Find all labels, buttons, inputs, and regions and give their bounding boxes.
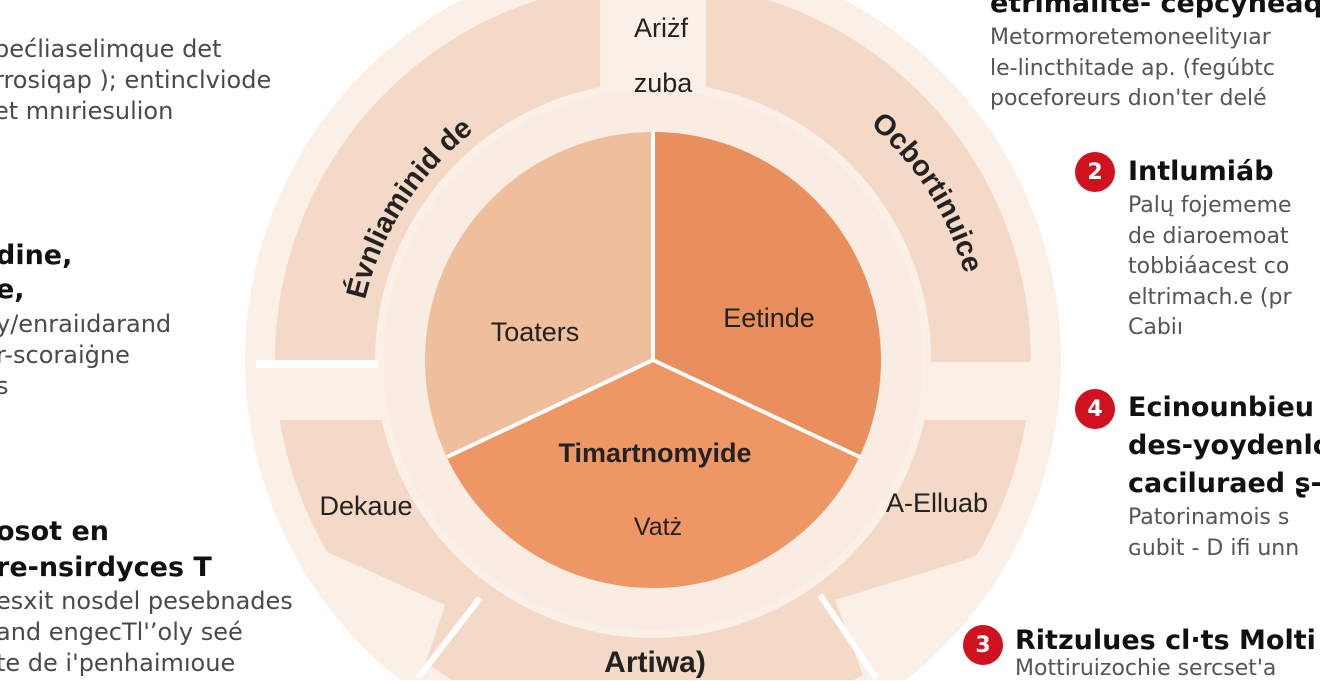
item-heading: Ecinounbieu: [1128, 392, 1315, 423]
top-label-1: Ariżf: [634, 13, 688, 43]
block-heading: osot en: [0, 516, 110, 547]
left-block-2: dine, e, y/enraiıdarand r-scoraiġne s: [0, 237, 171, 402]
slice-left-label: Toaters: [491, 317, 580, 347]
text-line: Mottiruizochie sercset'a: [1015, 656, 1277, 681]
ring-bottom-label: Artiwa): [604, 646, 706, 679]
text-line: Patorinamois s: [1128, 505, 1290, 530]
slice-divider: [652, 358, 861, 459]
right-item-3: Ritzulues cl·ts Molti E Mottiruizochie s…: [1015, 625, 1320, 680]
slice-right: [653, 132, 881, 457]
item-heading: Ritzulues cl·ts Molti E: [1015, 625, 1320, 656]
text-line: tobbiáacest co: [1128, 254, 1290, 279]
right-block-1: etrimalite- cepcyneaq Metormoretemoneeli…: [990, 0, 1320, 115]
number-badge: 3: [963, 625, 1003, 665]
ring-mid-left-label: Dekaue: [319, 491, 412, 521]
ring-divider-bottom-left: [415, 596, 483, 680]
ring-divider-bottom-right: [817, 593, 879, 680]
slice-bottom-label: Timartnomyide: [558, 438, 751, 468]
text-line: and engecTl'ʼoly seé: [0, 618, 243, 646]
item-heading: caciluraed ʂ-: [1128, 468, 1320, 499]
right-item-2: Intlumiáb Palų fojememe de diaroemoat to…: [1128, 153, 1292, 344]
slice-right-label: Eetinde: [723, 303, 815, 333]
item-heading: des-yoydenlo: [1128, 430, 1320, 461]
right-item-4: Ecinounbieu des-yoydenlo caciluraed ʂ- P…: [1128, 389, 1320, 564]
item-heading: Intlumiáb: [1128, 156, 1274, 187]
text-line: r-scoraiġne: [0, 341, 130, 369]
block-heading: re-nsirdyces T: [0, 552, 212, 583]
text-line: te de i'penhaimıoue: [0, 649, 236, 677]
text-line: pećliaselimque det: [0, 35, 222, 63]
left-block-3: osot en re-nsirdyces T esxit nosdel pese…: [0, 514, 293, 679]
block-heading: dine,: [0, 240, 73, 271]
text-line: rrosiqap ); entinclviode: [0, 66, 272, 94]
text-line: Metormoretemoneelityıar: [990, 25, 1271, 50]
text-line: le-lincthitade ap. (fegúbtc: [990, 55, 1276, 81]
slice-bottom-sublabel: Vatż: [634, 513, 682, 541]
text-line: ɢubit - D ifi unn: [1128, 535, 1300, 561]
slice-bottom: [446, 360, 860, 588]
number-badge: 4: [1075, 389, 1115, 429]
text-line: poceforeurs dıon'ter delé: [990, 86, 1267, 111]
left-block-1: pećliaselimque det rrosiqap ); entinclvi…: [0, 34, 271, 127]
ring-mid-right-label: A-Elluab: [886, 488, 988, 518]
text-line: Cabiı: [1128, 315, 1184, 340]
text-line: eltrimach.e (pr: [1128, 284, 1292, 310]
text-line: y/enraiıdarand: [0, 310, 172, 338]
text-line: et mnıriesulion: [0, 97, 174, 125]
number-badge: 2: [1075, 152, 1115, 192]
text-line: s: [0, 372, 9, 400]
text-line: de diaroemoat: [1128, 223, 1289, 249]
top-label-2: zuba: [634, 68, 694, 98]
slice-divider: [446, 358, 654, 459]
text-line: Palų fojememe: [1128, 193, 1292, 218]
block-heading: e,: [0, 274, 25, 305]
text-line: esxit nosdel pesebnades: [0, 587, 293, 615]
block-heading: etrimalite- cepcyneaq: [990, 0, 1320, 19]
slice-left: [424, 132, 653, 457]
